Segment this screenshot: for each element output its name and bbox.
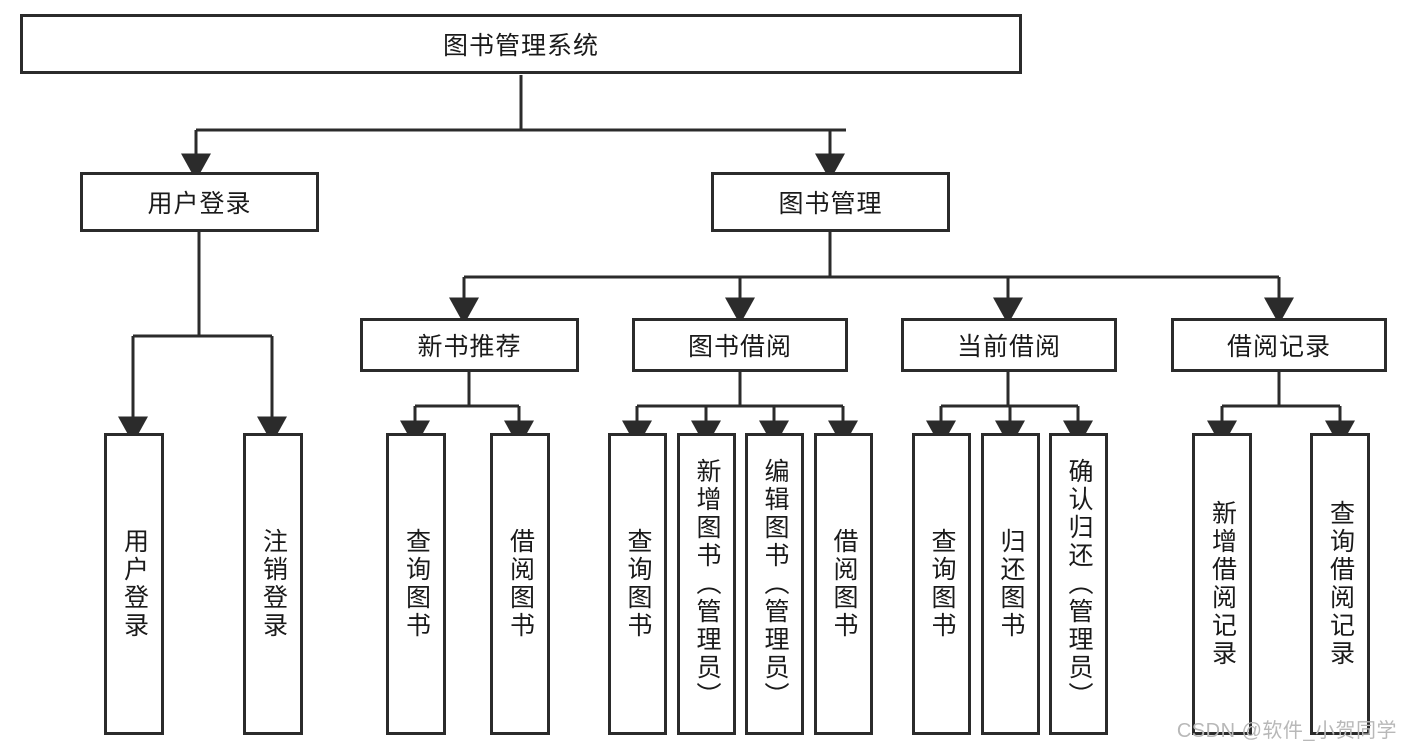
leaf-confirm-return[interactable]: 确认归还（管理员）: [1049, 433, 1108, 735]
leaf-query-book-1-label: 查询图书: [402, 528, 431, 640]
node-borrow-record[interactable]: 借阅记录: [1171, 318, 1387, 372]
leaf-confirm-return-label: 确认归还（管理员）: [1065, 458, 1093, 710]
leaf-query-book-3-label: 查询图书: [928, 528, 956, 640]
node-book-borrow-label: 图书借阅: [687, 333, 792, 361]
leaf-edit-book[interactable]: 编辑图书（管理员）: [745, 433, 804, 735]
leaf-return-book-label: 归还图书: [997, 528, 1025, 640]
node-new-book-recommend-label: 新书推荐: [417, 333, 522, 361]
leaf-return-book[interactable]: 归还图书: [981, 433, 1040, 735]
leaf-add-book[interactable]: 新增图书（管理员）: [677, 433, 736, 735]
node-current-borrow[interactable]: 当前借阅: [901, 318, 1117, 372]
node-borrow-record-label: 借阅记录: [1226, 333, 1331, 361]
leaf-query-book-1[interactable]: 查询图书: [386, 433, 446, 735]
node-new-book-recommend[interactable]: 新书推荐: [360, 318, 579, 372]
node-user-login-label: 用户登录: [147, 190, 252, 218]
leaf-query-book-2-label: 查询图书: [624, 528, 652, 640]
leaf-add-book-label: 新增图书（管理员）: [693, 458, 721, 710]
leaf-borrow-book-2-label: 借阅图书: [830, 528, 858, 640]
leaf-query-book-3[interactable]: 查询图书: [912, 433, 971, 735]
node-book-borrow[interactable]: 图书借阅: [632, 318, 848, 372]
leaf-query-book-2[interactable]: 查询图书: [608, 433, 667, 735]
leaf-borrow-book-2[interactable]: 借阅图书: [814, 433, 873, 735]
node-user-login[interactable]: 用户登录: [80, 172, 319, 232]
leaf-add-record-label: 新增借阅记录: [1208, 500, 1237, 668]
csdn-watermark: CSDN @软件_小贺同学: [1176, 720, 1397, 742]
node-current-borrow-label: 当前借阅: [956, 333, 1061, 361]
leaf-borrow-book-1-label: 借阅图书: [506, 528, 535, 640]
leaf-user-logout[interactable]: 注销登录: [243, 433, 303, 735]
leaf-user-login-label: 用户登录: [120, 528, 149, 640]
leaf-borrow-book-1[interactable]: 借阅图书: [490, 433, 550, 735]
node-book-manage[interactable]: 图书管理: [711, 172, 950, 232]
leaf-query-record[interactable]: 查询借阅记录: [1310, 433, 1370, 735]
leaf-query-record-label: 查询借阅记录: [1326, 500, 1355, 668]
leaf-user-logout-label: 注销登录: [259, 528, 288, 640]
leaf-edit-book-label: 编辑图书（管理员）: [761, 458, 789, 710]
leaf-user-login[interactable]: 用户登录: [104, 433, 164, 735]
leaf-add-record[interactable]: 新增借阅记录: [1192, 433, 1252, 735]
node-root-book-management-system[interactable]: 图书管理系统: [20, 14, 1022, 74]
node-book-manage-label: 图书管理: [778, 190, 883, 218]
node-root-label: 图书管理系统: [442, 32, 599, 60]
